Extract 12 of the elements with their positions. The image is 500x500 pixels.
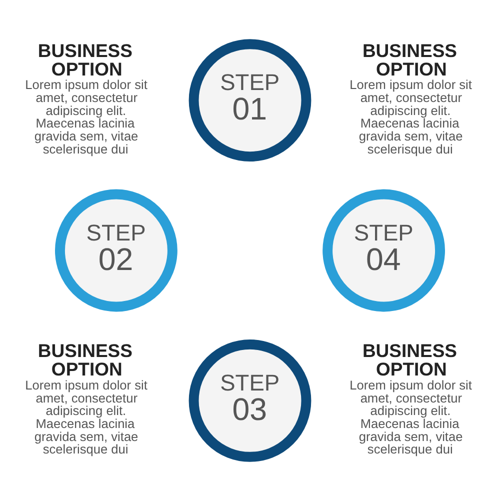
node-circle: STEP 04 (322, 188, 446, 312)
node-label: BUSINESS OPTION (362, 340, 458, 380)
node-circle: STEP 02 (54, 188, 178, 312)
node-label: BUSINESS OPTION (362, 39, 458, 79)
node-label: Lorem ipsum dolor sit amet, consectetur adipiscing elit. Maecenas lacinia gravida sem, vitae scelerisque dui (25, 76, 148, 156)
node-label: Lorem ipsum dolor sit amet, consectetur adipiscing elit. Maecenas lacinia gravida sem, vitae scelerisque dui (350, 76, 472, 156)
node-circle: STEP 03 (188, 338, 312, 462)
node-label: Lorem ipsum dolor sit amet, consectetur adipiscing elit. Maecenas lacinia gravida sem, vitae scelerisque dui (25, 377, 148, 456)
node-label: BUSINESS OPTION (38, 39, 132, 79)
node-label: Lorem ipsum dolor sit amet, consectetur adipiscing elit. Maecenas lacinia gravida sem, vitae scelerisque dui (350, 377, 472, 456)
node-circle: STEP 01 (188, 38, 312, 162)
node-label: BUSINESS OPTION (38, 340, 132, 380)
